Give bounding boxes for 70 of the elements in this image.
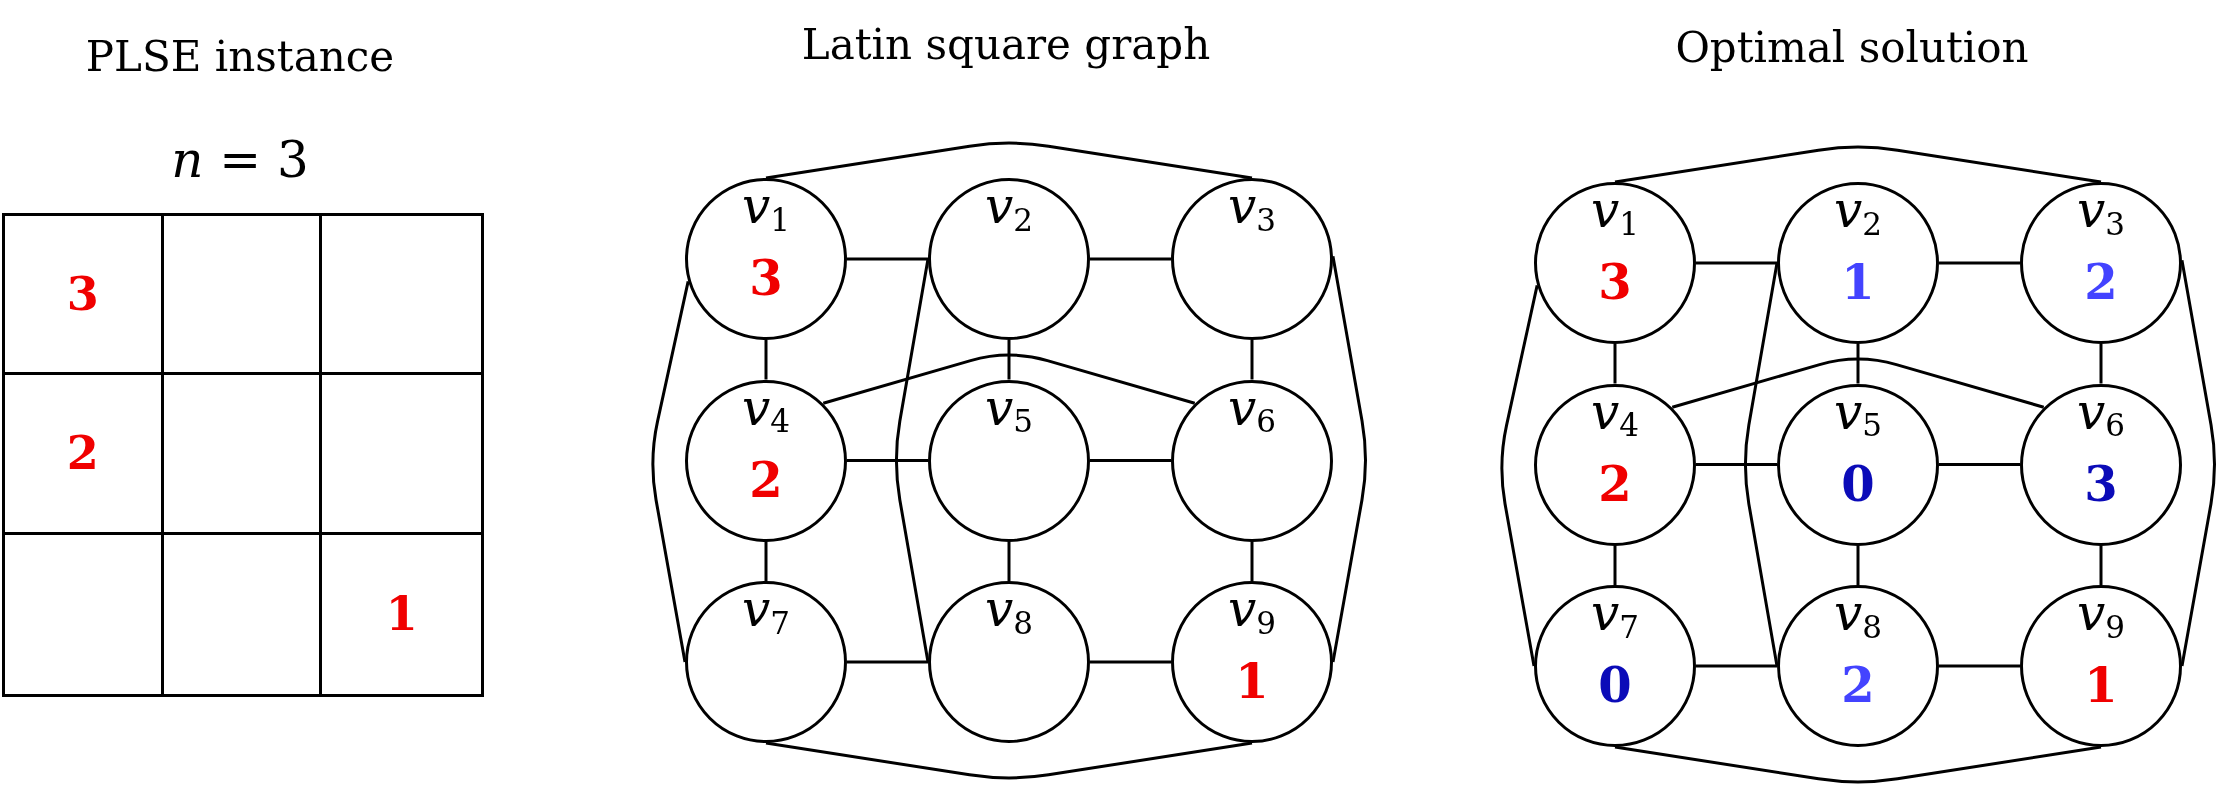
vertex-label: v$_{3}$ — [2077, 185, 2125, 239]
edge-line — [764, 541, 768, 581]
vertex-label: v$_{7}$ — [742, 584, 790, 638]
edge-line — [1331, 255, 1367, 663]
vertex-value: 0 — [1598, 661, 1632, 709]
vertex-label: v$_{5}$ — [1834, 386, 1882, 441]
vertex-value: 2 — [1841, 661, 1875, 709]
edge-line — [1007, 340, 1011, 380]
cell-value: 1 — [385, 591, 418, 638]
vertex-value: 0 — [1841, 459, 1875, 508]
cell-value: 3 — [66, 271, 99, 318]
edge-line — [1614, 145, 2102, 184]
vertex-label: v$_{3}$ — [1228, 181, 1276, 235]
edge-line — [894, 258, 930, 663]
size-label: n = 3 — [171, 135, 309, 185]
edge-line — [847, 459, 928, 462]
edge-line — [847, 257, 928, 261]
vertex-label: v$_{9}$ — [2077, 588, 2125, 642]
edge-line — [822, 353, 1196, 405]
edge-line — [2099, 344, 2103, 384]
edge-line — [1090, 459, 1171, 462]
panel-title: Optimal solution — [1675, 27, 2029, 69]
edge-line — [1250, 541, 1254, 581]
vertex-label: v$_{2}$ — [1834, 185, 1882, 239]
edge-line — [1671, 357, 2045, 409]
vertex-label: v$_{8}$ — [985, 584, 1033, 638]
edge-line — [1090, 660, 1171, 664]
edge-line — [1696, 664, 1777, 668]
edge-line — [1613, 545, 1617, 585]
edge-line — [1939, 463, 2020, 466]
vertex-label: v$_{6}$ — [1228, 382, 1276, 437]
edge-line — [1856, 545, 1860, 585]
edge-line — [1856, 344, 1860, 384]
vertex-value: 1 — [1235, 657, 1269, 705]
edge-line — [1613, 344, 1617, 384]
edge-line — [2180, 259, 2216, 667]
vertex-value: 3 — [2084, 459, 2118, 508]
vertex-label: v$_{9}$ — [1228, 584, 1276, 638]
vertex-value: 2 — [2084, 258, 2118, 306]
vertex-value: 3 — [749, 254, 783, 302]
vertex-value: 1 — [2084, 661, 2118, 709]
vertex-label: v$_{6}$ — [2077, 386, 2125, 441]
edge-line — [1090, 257, 1171, 261]
edge-line — [765, 141, 1253, 180]
edge-line — [847, 660, 928, 664]
edge-line — [1614, 745, 2102, 784]
edge-line — [764, 340, 768, 380]
vertex-value: 2 — [749, 455, 783, 504]
edge-line — [1007, 541, 1011, 581]
vertex-value: 3 — [1598, 258, 1632, 306]
edge-line — [1250, 340, 1254, 380]
panel-title: PLSE instance — [85, 36, 395, 78]
vertex-label: v$_{2}$ — [985, 181, 1033, 235]
vertex-label: v$_{8}$ — [1834, 588, 1882, 642]
vertex-value: 1 — [1841, 258, 1875, 306]
edge-line — [1939, 261, 2020, 265]
vertex-label: v$_{1}$ — [1591, 185, 1639, 239]
edge-line — [2099, 545, 2103, 585]
edge-line — [1939, 664, 2020, 668]
vertex-label: v$_{5}$ — [985, 382, 1033, 437]
vertex-label: v$_{4}$ — [742, 382, 790, 437]
vertex-label: v$_{7}$ — [1591, 588, 1639, 642]
edge-line — [1696, 463, 1777, 466]
edge-line — [765, 741, 1253, 780]
vertex-value: 2 — [1598, 459, 1632, 508]
vertex-label: v$_{1}$ — [742, 181, 790, 235]
vertex-label: v$_{4}$ — [1591, 386, 1639, 441]
edge-line — [1743, 262, 1779, 667]
cell-value: 2 — [66, 430, 99, 477]
edge-line — [1696, 261, 1777, 265]
